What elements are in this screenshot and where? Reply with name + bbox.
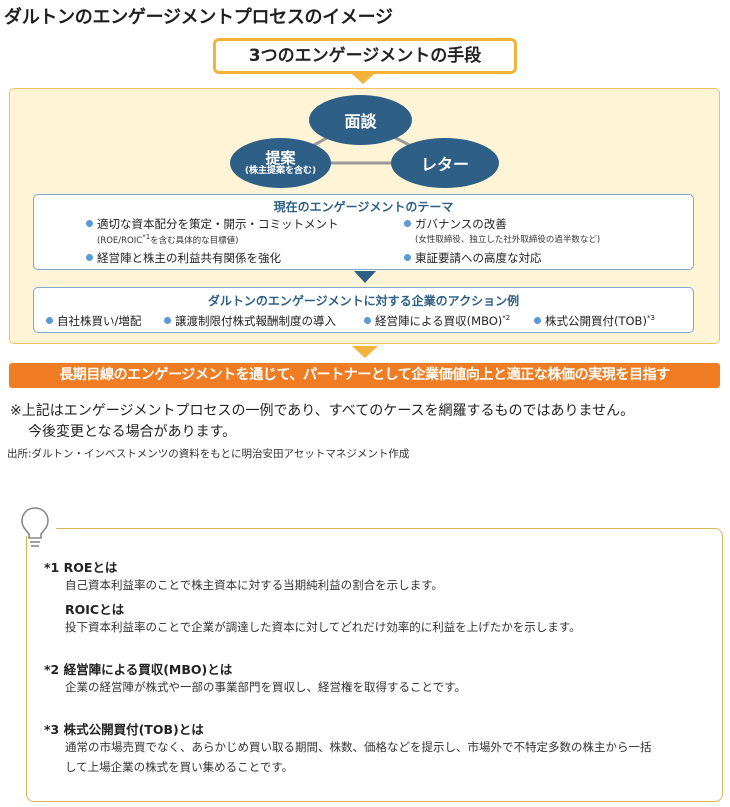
footnote-1-body: 自己資本利益率のことで株主資本に対する当期純利益の割合を示します。 [65,578,444,592]
theme-box [33,194,694,270]
theme-item: 適切な資本配分を策定・開示・コミットメント [86,216,339,232]
action-header: ダルトンのエンゲージメントに対する企業のアクション例 [207,294,520,308]
theme-item: 東証要請への高度な対応 [404,250,542,266]
action-item: 株式公開買付(TOB)*3 [534,313,655,329]
theme-item: 経営陣と株主の利益共有関係を強化 [86,250,281,266]
action-item-label: 株式公開買付(TOB) [545,314,647,328]
bullet-dot [404,220,411,227]
theme-item-label: 経営陣と株主の利益共有関係を強化 [97,251,281,265]
bullet-dot [534,317,541,324]
action-item-label: 経営陣による買収(MBO) [375,314,503,328]
theme-item-note: (ROE/ROIC*1を含む具体的な目標値) [97,233,239,246]
theme-header: 現在のエンゲージメントのテーマ [273,200,454,214]
action-box [33,287,694,333]
theme-item-note: (女性取締役、独立した社外取締役の過半数など) [415,235,601,245]
means-proposal-sublabel: (株主提案を含む) [244,165,317,176]
footnote-2-body: 企業の経営陣が株式や一部の事業部門を買収し、経営権を取得することです。 [65,680,467,694]
footnote-1-title: *1 ROEとは [44,560,118,575]
footnote-1-title2: ROICとは [65,602,125,617]
footnote-3-body: して上場企業の株式を買い集めることです。 [65,760,294,774]
theme-item-label: 適切な資本配分を策定・開示・コミットメント [97,217,339,231]
footnote-1-body2: 投下資本利益率のことで企業が調達した資本に対してどれだけ効率的に利益を上げたかを… [65,620,581,634]
bullet-dot [46,317,53,324]
banner-down-arrow [352,346,378,358]
bullet-dot [364,317,371,324]
means-header: 3つのエンゲージメントの手段 [213,38,517,74]
footnote-3-body: 通常の市場売買でなく、あらかじめ買い取る期間、株数、価格などを提示し、市場外で不… [65,740,652,754]
theme-down-arrow [354,271,376,283]
theme-item-label: ガバナンスの改善 [415,217,507,231]
disclaimer-line: 今後変更となる場合があります。 [28,424,237,440]
bullet-dot [164,317,171,324]
theme-item-label: 東証要請への高度な対応 [415,251,542,265]
footnote-box [26,528,723,802]
footnote-3-title: *3 株式公開買付(TOB)とは [44,722,204,737]
disclaimer: ※上記はエンゲージメントプロセスの一例であり、すべてのケースを網羅するものではあ… [10,401,634,443]
goal-banner: 長期目線のエンゲージメントを通じて、パートナーとして企業価値向上と適正な株価の実… [9,363,720,388]
means-letter: レター [391,138,499,188]
means-down-arrow [352,74,374,84]
bullet-dot [86,220,93,227]
means-triangle-connector [280,118,446,165]
bullet-dot [404,254,411,261]
means-proposal-label: 提案 [265,148,296,167]
footnote-ref: *2 [502,314,511,323]
means-proposal: 提案 (株主提案を含む) [230,138,331,188]
source-note: 出所:ダルトン・インベストメンツの資料をもとに明治安田アセットマネジメント作成 [7,448,410,460]
footnote-ref: *3 [646,314,655,323]
means-letter-label: レター [420,155,469,174]
action-item: 自社株買い/増配 [46,313,141,329]
footnote-2-title: *2 経営陣による買収(MBO)とは [44,662,233,677]
disclaimer-line: ※上記はエンゲージメントプロセスの一例であり、すべてのケースを網羅するものではあ… [10,403,635,419]
action-item-label: 自社株買い/増配 [57,314,142,328]
means-interview-label: 面談 [344,112,377,131]
page-title: ダルトンのエンゲージメントプロセスのイメージ [4,7,393,28]
action-item-label: 譲渡制限付株式報酬制度の導入 [175,314,336,328]
lightbulb-icon [21,507,49,547]
action-item: 譲渡制限付株式報酬制度の導入 [164,313,336,329]
action-item: 経営陣による買収(MBO)*2 [364,313,510,329]
means-interview: 面談 [309,95,412,145]
triangle-line [280,118,446,165]
bullet-dot [86,254,93,261]
theme-item: ガバナンスの改善 [404,216,507,232]
